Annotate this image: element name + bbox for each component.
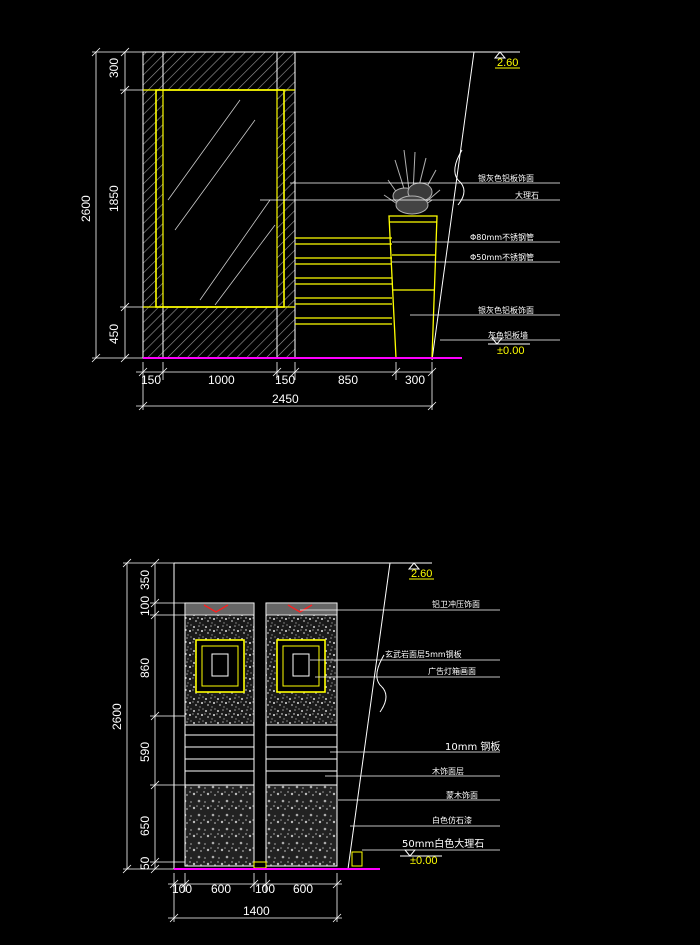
- annotation-top-1: 银灰色铝板饰面: [478, 173, 534, 183]
- level-floor-marker-bottom: ±0.00: [400, 849, 442, 867]
- vertical-dimensions-top: [91, 47, 143, 363]
- base-band: [162, 306, 278, 359]
- annotations-bottom-leaders: [300, 609, 500, 851]
- vertical-dimensions-bottom: [122, 558, 185, 874]
- plant-icon: [383, 149, 441, 215]
- hdim-bottom-1: 100: [172, 882, 192, 896]
- level-floor-text: ±0.00: [497, 345, 524, 357]
- lightbox-left: [195, 639, 245, 693]
- horizontal-dimensions-bottom: [168, 873, 342, 923]
- elevation-bottom: 2.60 ±0.00 铝卫冲压饰面 玄武岩面层5mm钢板 广告灯箱画面 10mm…: [110, 558, 500, 923]
- hdim-top-2: 1000: [208, 373, 235, 387]
- hdim-top-total: 2450: [272, 392, 299, 406]
- annotation-top-5: 银灰色铝板饰面: [478, 305, 534, 315]
- wall-edge-line-bottom: [347, 562, 391, 870]
- vdim-top-2: 1850: [107, 185, 121, 212]
- header-band: [162, 51, 278, 91]
- annotation-bottom-5: 木饰面层: [432, 766, 464, 776]
- level-top-marker: 2.60: [478, 51, 520, 69]
- level-floor-text-bottom: ±0.00: [410, 855, 437, 867]
- elevation-top: 2.60 ±0.00 银灰色铝板饰面 大理石 Φ80mm不锈钢管 Φ50mm不锈…: [79, 47, 560, 411]
- hdim-top-3: 150: [275, 373, 295, 387]
- annotation-top-6: 灰色铝板墙: [488, 330, 528, 340]
- level-top-text: 2.60: [497, 57, 518, 69]
- vdim-bottom-2: 100: [138, 596, 152, 616]
- vdim-bottom-total: 2600: [110, 703, 124, 730]
- left-pillar: [142, 51, 164, 359]
- glass-panel: [155, 89, 285, 308]
- vdim-top-total: 2600: [79, 195, 93, 222]
- annotation-bottom-2: 玄武岩面层5mm钢板: [385, 649, 462, 659]
- hdim-top-5: 300: [405, 373, 425, 387]
- annotation-bottom-1: 铝卫冲压饰面: [432, 599, 480, 609]
- annotation-bottom-4: 10mm 钢板: [445, 740, 500, 753]
- vdim-bottom-5: 650: [138, 816, 152, 836]
- wall-edge-line: [431, 51, 475, 361]
- hdim-top-1: 150: [141, 373, 161, 387]
- level-top-text-bottom: 2.60: [411, 568, 432, 580]
- annotation-top-2: 大理石: [515, 190, 539, 200]
- vdim-bottom-1: 350: [138, 570, 152, 590]
- vdim-bottom-3: 860: [138, 658, 152, 678]
- hdim-bottom-4: 600: [293, 882, 313, 896]
- vdim-bottom-6: 50: [138, 856, 152, 870]
- right-pillar: [276, 51, 296, 359]
- hdim-bottom-3: 100: [255, 882, 275, 896]
- level-top-marker-bottom: 2.60: [390, 562, 434, 580]
- hdim-bottom-2: 600: [211, 882, 231, 896]
- annotation-top-4: Φ50mm不锈钢管: [470, 252, 534, 262]
- vdim-top-3: 450: [107, 324, 121, 344]
- annotations-top: [260, 182, 560, 341]
- vdim-top-1: 300: [107, 58, 121, 78]
- annotation-top-3: Φ80mm不锈钢管: [470, 232, 534, 242]
- steel-rails: [295, 237, 392, 325]
- annotation-bottom-6: 蒙木饰面: [446, 790, 478, 800]
- display-column-right: [265, 602, 338, 867]
- vdim-bottom-4: 590: [138, 742, 152, 762]
- annotation-bottom-3: 广告灯箱画面: [428, 666, 476, 676]
- level-floor-marker: ±0.00: [488, 337, 530, 357]
- planter-pot: [388, 215, 438, 359]
- lightbox-right: [276, 639, 326, 693]
- horizontal-dimensions-top: [136, 362, 437, 411]
- annotation-bottom-7: 白色仿石漆: [432, 815, 472, 825]
- annotation-bottom-8: 50mm白色大理石: [402, 837, 484, 850]
- display-column-left: [184, 602, 255, 867]
- hdim-top-4: 850: [338, 373, 358, 387]
- hdim-bottom-total: 1400: [243, 904, 270, 918]
